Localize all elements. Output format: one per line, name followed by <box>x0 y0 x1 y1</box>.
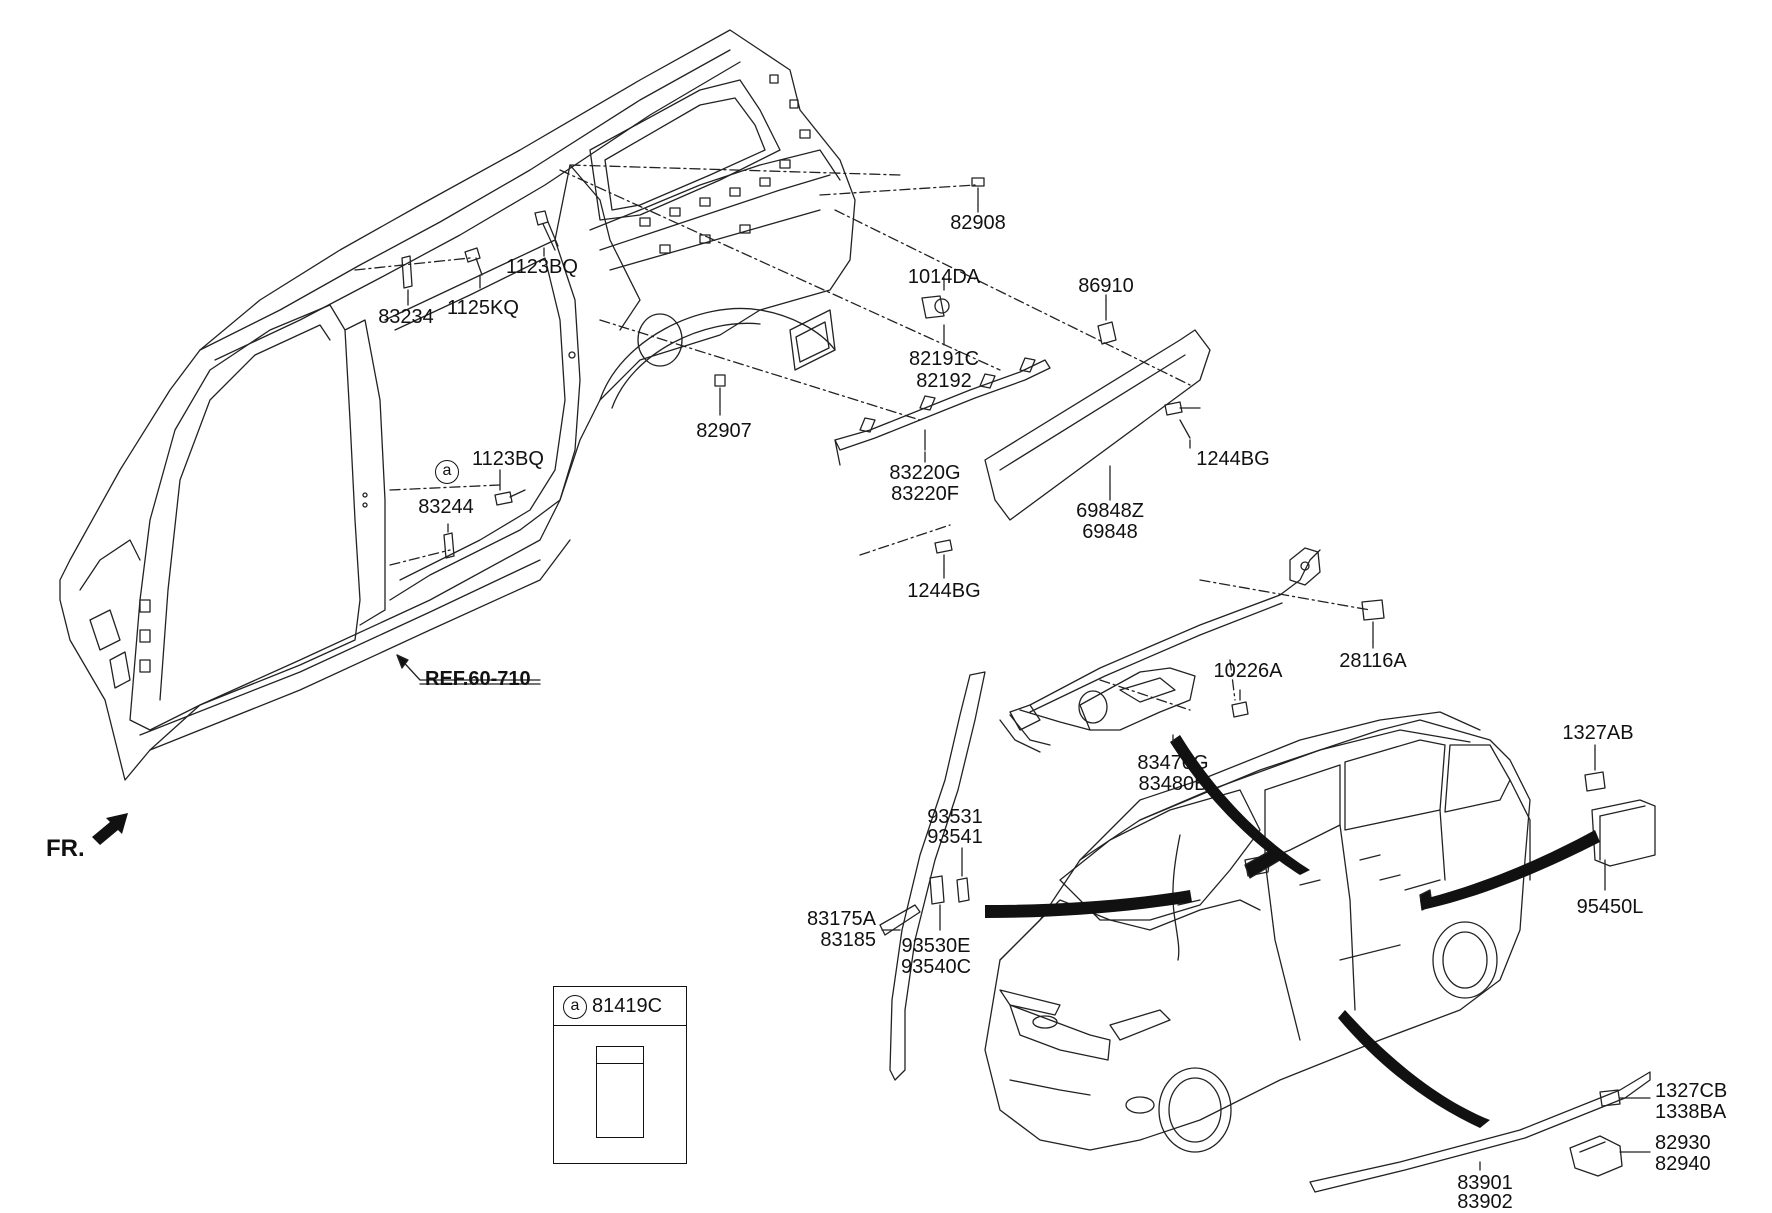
legend-box: a 81419C <box>553 986 687 1164</box>
label-83220F: 83220F <box>891 483 959 505</box>
legend-part-code: 81419C <box>592 995 663 1017</box>
lower-rail <box>1309 1071 1651 1193</box>
label-28116A: 28116A <box>1339 650 1407 672</box>
label-83244: 83244 <box>418 496 474 518</box>
switch-parts <box>929 875 970 905</box>
legend-callout-circle: a <box>563 995 587 1019</box>
fr-arrow <box>92 813 128 845</box>
label-83185: 83185 <box>820 929 876 951</box>
label-83175A: 83175A <box>807 908 876 930</box>
vehicle <box>984 711 1531 1153</box>
label-leaders <box>407 204 1651 1171</box>
label-86910: 86910 <box>1078 275 1134 297</box>
label-95450L: 95450L <box>1576 896 1644 918</box>
legend-header: a 81419C <box>554 987 686 1026</box>
label-82191C: 82191C <box>908 348 980 370</box>
label-83470G: 83470G <box>1137 752 1209 774</box>
label-1327AB: 1327AB <box>1562 722 1634 744</box>
label-82192: 82192 <box>916 370 972 392</box>
label-10226A: 10226A <box>1213 660 1283 682</box>
pointer-wedges <box>985 735 1600 1128</box>
callout-a-circle: a <box>435 460 459 484</box>
label-93530E: 93530E <box>901 935 971 957</box>
label-69848Z: 69848Z <box>1076 500 1144 522</box>
label-1327CB: 1327CB <box>1655 1080 1728 1102</box>
label-69848: 69848 <box>1082 521 1138 543</box>
label-93541: 93541 <box>927 826 983 848</box>
label-83902: 83902 <box>1457 1191 1513 1213</box>
label-1244BG-right: 1244BG <box>1196 448 1270 470</box>
ref-label: REF.60-710 <box>425 668 531 690</box>
label-82930: 82930 <box>1655 1132 1711 1154</box>
label-82907: 82907 <box>696 420 752 442</box>
label-1014DA: 1014DA <box>907 266 981 288</box>
label-1125KQ: 1125KQ <box>447 297 519 319</box>
weatherstrip <box>879 671 986 1081</box>
label-93531: 93531 <box>927 806 983 828</box>
legend-label-band <box>597 1047 643 1064</box>
label-82940: 82940 <box>1655 1153 1711 1175</box>
label-1123BQ-top: 1123BQ <box>506 256 578 278</box>
front-direction-label: FR. <box>46 835 85 862</box>
rail-bracket <box>1569 1135 1623 1177</box>
label-83220G: 83220G <box>889 462 961 484</box>
legend-label-sheet <box>596 1046 644 1138</box>
label-83901: 83901 <box>1457 1172 1513 1194</box>
label-82908: 82908 <box>950 212 1006 234</box>
label-1338BA: 1338BA <box>1655 1101 1727 1123</box>
control-unit <box>1591 799 1656 867</box>
ref-arrow <box>396 654 541 685</box>
fasteners <box>401 177 1641 1107</box>
label-83480B: 83480B <box>1138 773 1208 795</box>
leader-lines <box>354 164 1371 711</box>
trim-pieces <box>834 329 1211 521</box>
label-1244BG-low: 1244BG <box>907 580 981 602</box>
label-1123BQ-mid: 1123BQ <box>472 448 544 470</box>
label-93540C: 93540C <box>900 956 972 978</box>
door-actuator <box>999 547 1321 753</box>
label-83234: 83234 <box>378 306 434 328</box>
